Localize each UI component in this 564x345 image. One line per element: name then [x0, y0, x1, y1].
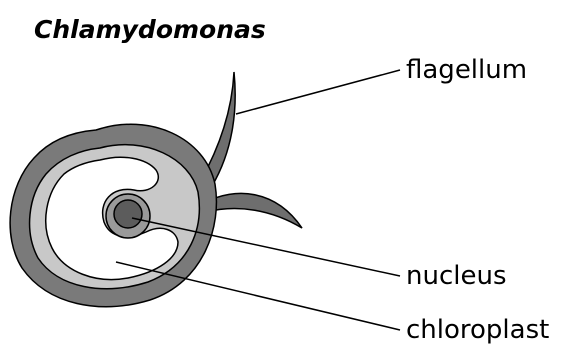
nucleus-label: nucleus — [406, 261, 507, 291]
nucleus — [114, 200, 142, 228]
flagellum-leader — [236, 70, 400, 114]
diagram-title: Chlamydomonas — [34, 15, 266, 44]
flagellum-lower — [204, 193, 302, 228]
flagellum-label: flagellum — [406, 55, 527, 85]
chloroplast-label: chloroplast — [406, 315, 549, 345]
